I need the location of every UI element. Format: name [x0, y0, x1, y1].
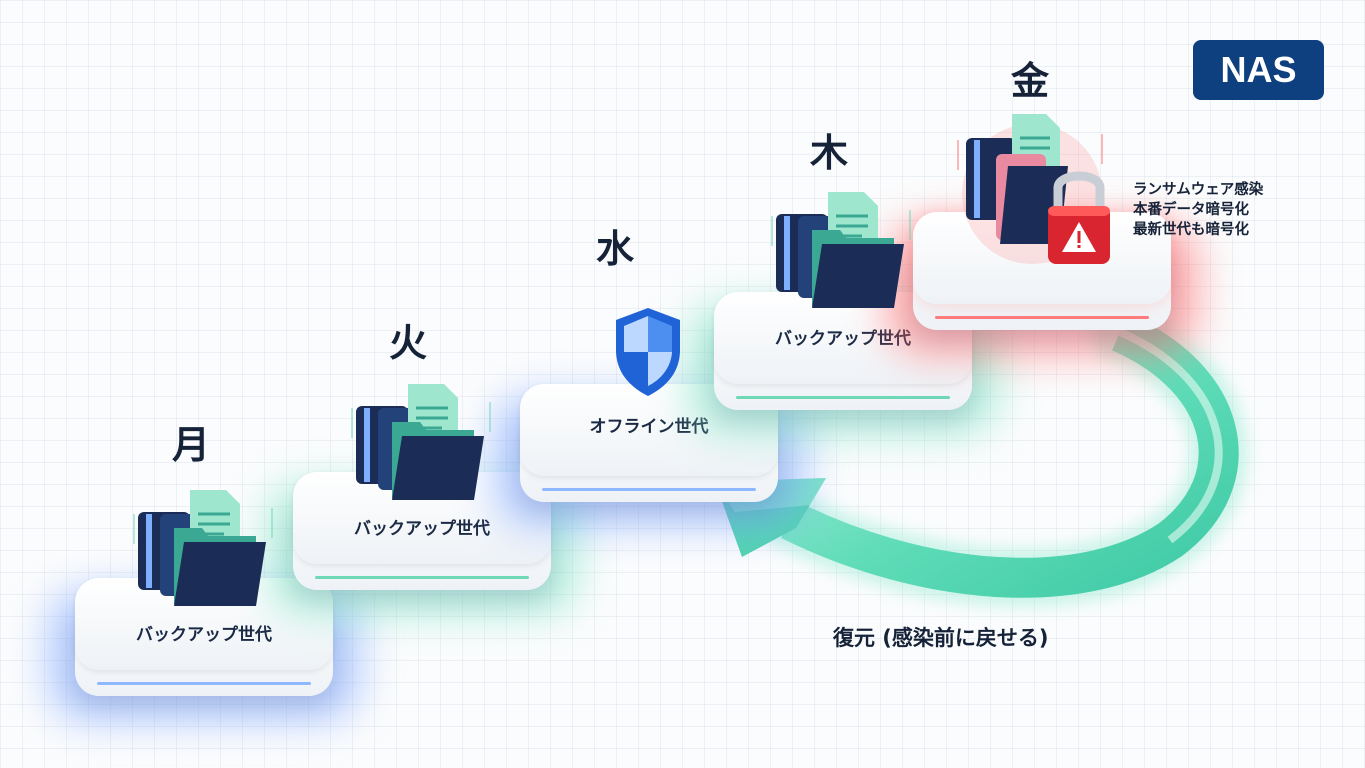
day-label-thu: 木	[809, 131, 848, 175]
alert-line: 最新世代も暗号化	[1133, 222, 1249, 238]
day-label-wed: 水	[595, 227, 634, 271]
nas-badge: NAS	[1193, 40, 1324, 100]
platform-tue: バックアップ世代	[265, 472, 579, 616]
platform-label-wed: オフライン世代	[589, 417, 709, 437]
folder-stack-icon	[133, 490, 273, 606]
platform-label-mon: バックアップ世代	[136, 625, 272, 645]
ransomware-alert-text: ランサムウェア感染 本番データ暗号化 最新世代も暗号化	[1133, 180, 1263, 240]
folder-stack-icon	[351, 384, 491, 500]
alert-line: 本番データ暗号化	[1133, 202, 1249, 218]
day-label-mon: 月	[171, 423, 210, 467]
folder-stack-icon	[771, 192, 911, 308]
alert-line: ランサムウェア感染	[1133, 182, 1264, 198]
restore-label: 復元 (感染前に戻せる)	[833, 626, 1049, 650]
lock-warning-icon	[1048, 171, 1110, 264]
day-label-tue: 火	[388, 321, 427, 365]
platform-mon: バックアップ世代	[47, 578, 361, 722]
platform-label-thu: バックアップ世代	[775, 329, 911, 349]
day-label-fri: 金	[1010, 59, 1049, 103]
shield-icon	[616, 308, 680, 396]
platform-fri	[885, 212, 1199, 356]
platform-label-tue: バックアップ世代	[354, 519, 490, 539]
